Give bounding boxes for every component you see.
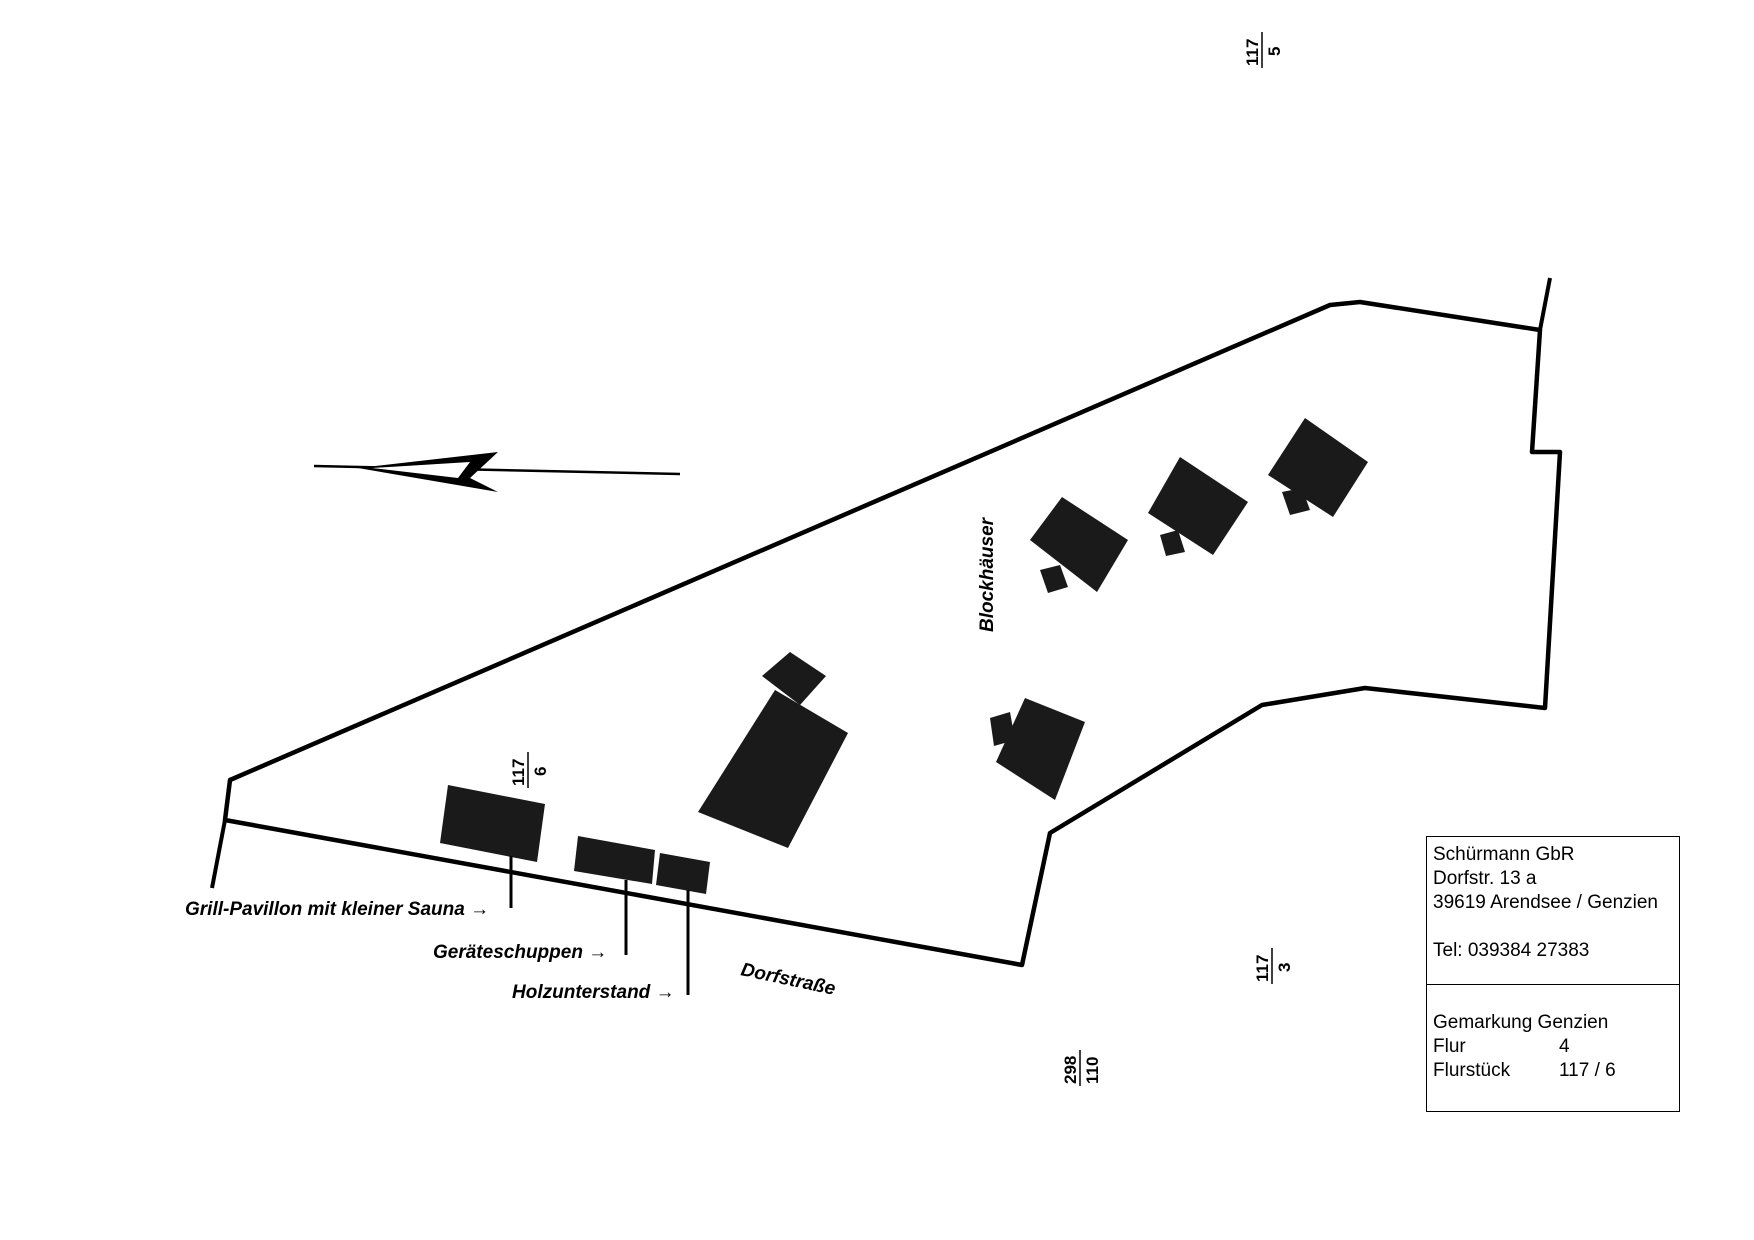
geraeteschuppen-building <box>574 836 655 884</box>
label-blockhaeuser: Blockhäuser <box>977 516 998 632</box>
blockhaus-3 <box>1268 418 1368 517</box>
company-city: 39619 Arendsee / Genzien <box>1433 892 1659 913</box>
flur-row: Flur 4 <box>1433 1035 1679 1059</box>
label-dorfstrasse: Dorfstraße <box>739 959 838 1000</box>
label-grill-pavillon: Grill-Pavillon mit kleiner Sauna → <box>185 899 489 920</box>
svg-text:110: 110 <box>1083 1057 1102 1084</box>
grill-pavillon-building <box>440 785 545 862</box>
north-arrow-icon <box>313 452 681 492</box>
holzunterstand-building <box>656 853 710 894</box>
parcel-298-110: 298 110 <box>1061 1050 1102 1086</box>
boundary-tail-left <box>210 819 227 889</box>
svg-text:117: 117 <box>1243 39 1262 66</box>
cadastral-section: Gemarkung Genzien Flur 4 Flurstück 117 /… <box>1427 985 1679 1083</box>
parcel-117-5: 117 5 <box>1243 32 1284 68</box>
flurstueck-row: Flurstück 117 / 6 <box>1433 1059 1679 1083</box>
owner-section: Schürmann GbR Dorfstr. 13 a 39619 Arends… <box>1427 837 1679 985</box>
svg-text:298: 298 <box>1061 1056 1080 1084</box>
svg-text:5: 5 <box>1265 47 1284 56</box>
blockhaus-4 <box>990 698 1085 800</box>
svg-text:6: 6 <box>531 767 550 776</box>
flurstueck-label: Flurstück <box>1433 1060 1511 1081</box>
flur-label: Flur <box>1433 1036 1466 1057</box>
boundary-tail-right <box>1538 277 1552 331</box>
flurstueck-value: 117 / 6 <box>1559 1060 1616 1081</box>
svg-text:117: 117 <box>509 759 528 786</box>
label-holzunterstand: Holzunterstand → <box>512 982 675 1003</box>
flur-value: 4 <box>1559 1036 1570 1057</box>
label-geraeteschuppen: Geräteschuppen → <box>433 942 607 963</box>
parcel-117-3: 117 3 <box>1253 948 1294 984</box>
parcel-117-6: 117 6 <box>509 752 550 788</box>
svg-text:117: 117 <box>1253 955 1272 982</box>
title-block: Schürmann GbR Dorfstr. 13 a 39619 Arends… <box>1426 836 1680 1112</box>
main-house <box>698 652 848 848</box>
blockhaus-2 <box>1148 457 1248 556</box>
company-street: Dorfstr. 13 a <box>1433 868 1537 889</box>
parcel-boundary <box>222 299 1563 968</box>
company-phone: Tel: 039384 27383 <box>1433 940 1590 961</box>
blockhaus-1 <box>1030 497 1128 593</box>
svg-text:3: 3 <box>1275 963 1294 972</box>
gemarkung: Gemarkung Genzien <box>1433 1012 1609 1033</box>
company-name: Schürmann GbR <box>1433 844 1575 865</box>
